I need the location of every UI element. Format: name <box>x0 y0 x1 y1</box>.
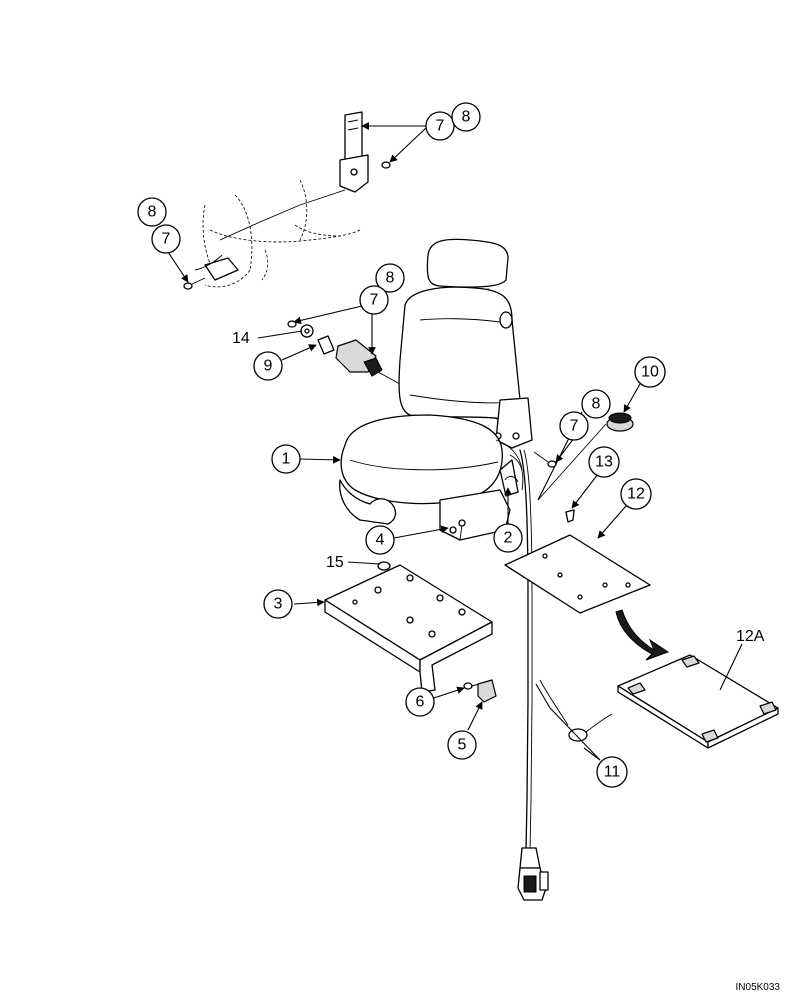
knob-icon <box>499 311 513 329</box>
callout-8-right: 8 <box>581 389 611 419</box>
svg-text:5: 5 <box>458 737 467 754</box>
spacer-icon <box>317 335 335 355</box>
floor-mat <box>617 654 779 749</box>
stud-icon <box>377 561 391 571</box>
cover-plate <box>504 534 651 614</box>
svg-text:8: 8 <box>148 204 157 221</box>
clip-icon <box>477 679 497 703</box>
callout-3: 3 <box>263 589 293 619</box>
figure-code: IN05K033 <box>736 982 781 993</box>
svg-text:13: 13 <box>595 454 613 471</box>
svg-text:4: 4 <box>376 532 385 549</box>
callout-10: 10 <box>634 356 666 388</box>
label-14: 14 <box>232 330 250 347</box>
callout-1: 1 <box>271 444 301 474</box>
svg-text:7: 7 <box>436 118 445 135</box>
svg-text:7: 7 <box>370 292 379 309</box>
grommet <box>606 412 634 432</box>
seat-mount-plate <box>324 561 493 693</box>
label-15: 15 <box>326 554 344 571</box>
callout-7-top: 7 <box>425 111 455 141</box>
svg-text:8: 8 <box>592 396 601 413</box>
svg-text:2: 2 <box>504 530 513 547</box>
bracket-bolt <box>533 451 557 468</box>
operator-seat <box>339 238 533 541</box>
callout-8-mid: 8 <box>375 263 405 293</box>
callout-5: 5 <box>447 730 477 760</box>
callout-8-left: 8 <box>137 197 167 227</box>
bolt-icon <box>183 282 193 290</box>
svg-text:9: 9 <box>264 358 273 375</box>
svg-text:8: 8 <box>386 270 395 287</box>
leader-lines <box>167 122 743 761</box>
svg-text:3: 3 <box>274 596 283 613</box>
callout-7-right: 7 <box>559 411 589 441</box>
upper-belt-anchor <box>219 111 391 241</box>
svg-text:7: 7 <box>162 231 171 248</box>
label-12a: 12A <box>736 628 765 645</box>
svg-text:11: 11 <box>604 764 621 781</box>
small-clip-icon <box>565 509 575 523</box>
callout-12: 12 <box>620 478 652 510</box>
callout-8-top: 8 <box>451 102 481 132</box>
callout-11: 11 <box>596 756 628 788</box>
cable-tie <box>539 679 613 742</box>
svg-text:6: 6 <box>416 694 425 711</box>
lower-left-belt-anchor <box>183 254 239 290</box>
wire-harness <box>517 449 549 901</box>
bolt-icon <box>381 161 391 169</box>
callout-7-left: 7 <box>151 224 181 254</box>
screw-and-clip <box>463 679 497 703</box>
callout-6: 6 <box>405 687 435 717</box>
callout-2: 2 <box>493 523 523 553</box>
callout-4: 4 <box>365 525 395 555</box>
callout-13: 13 <box>588 446 620 478</box>
callout-7-mid: 7 <box>359 285 389 315</box>
curved-arrow-icon <box>615 609 670 661</box>
svg-text:12: 12 <box>627 486 645 503</box>
svg-text:10: 10 <box>641 364 659 381</box>
callout-9: 9 <box>253 351 283 381</box>
svg-text:8: 8 <box>462 109 471 126</box>
svg-text:7: 7 <box>570 418 579 435</box>
svg-text:1: 1 <box>282 451 291 468</box>
